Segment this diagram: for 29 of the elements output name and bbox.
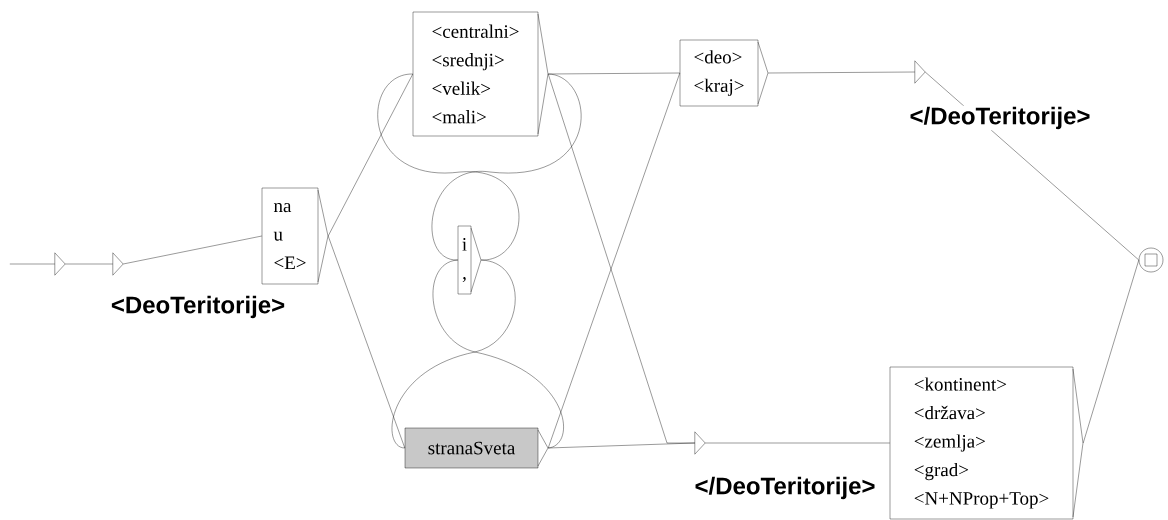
connector	[768, 71, 915, 74]
connector	[328, 73, 413, 237]
output-label: </DeoTeritorije>	[693, 475, 877, 501]
final-state-circle	[1138, 247, 1164, 273]
connector	[65, 263, 113, 265]
connector	[9, 263, 55, 265]
connector	[377, 73, 520, 261]
triangle-marker	[54, 252, 66, 276]
connector	[431, 73, 582, 261]
transition-box: <deo> <kraj>	[679, 39, 769, 107]
connector	[1083, 259, 1139, 444]
connector	[328, 235, 405, 449]
triangle-marker	[914, 60, 926, 84]
transition-box: <centralni> <srednji> <velik> <mali>	[412, 11, 549, 137]
connector	[705, 442, 890, 444]
connector	[548, 72, 680, 75]
triangle-marker	[112, 252, 124, 276]
connector	[123, 235, 262, 265]
transition-box: <kontinent> <država> <zemlja> <grad> <N+NProp+Top>	[889, 366, 1084, 520]
output-label: <DeoTeritorije>	[109, 294, 287, 320]
output-label: </DeoTeritorije>	[908, 105, 1092, 131]
triangle-marker	[694, 431, 706, 455]
connector	[548, 442, 695, 449]
connector	[432, 259, 564, 449]
transition-box: na u <E>	[261, 187, 329, 285]
connector	[925, 71, 1139, 261]
connector	[391, 259, 516, 449]
transition-box: i ,	[457, 225, 482, 295]
transition-box: stranaSveta	[404, 427, 549, 469]
